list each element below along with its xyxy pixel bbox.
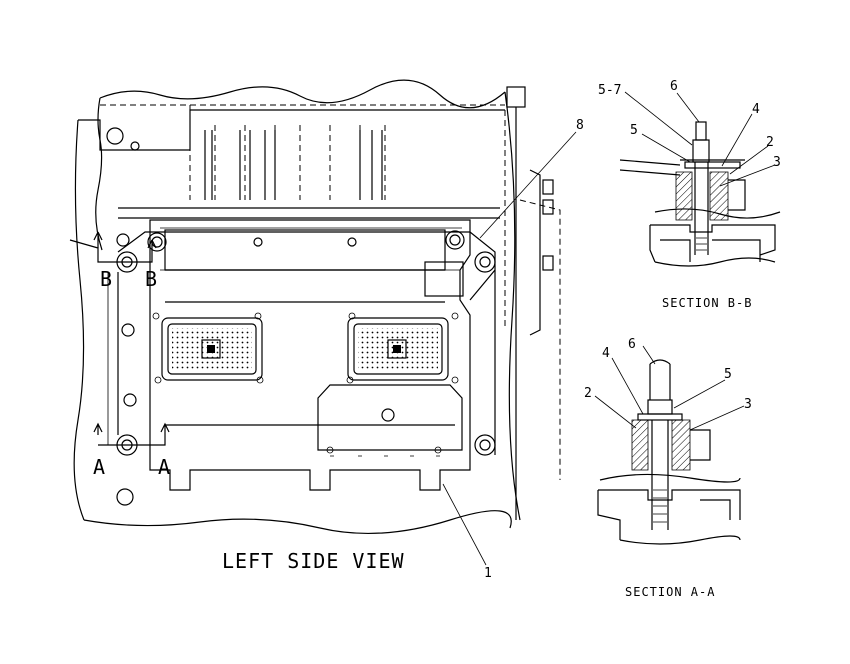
section-marker-b-right: B (145, 267, 158, 291)
section-aa-drawing (597, 359, 741, 545)
callout-aa-2: 2 (584, 386, 592, 401)
callout-bb-4: 4 (752, 102, 760, 117)
section-bb-drawing (619, 121, 781, 267)
leader-1 (442, 483, 487, 566)
side-brackets (529, 169, 554, 336)
section-aa-title: SECTION A-A (625, 585, 715, 599)
callout-bb-3: 3 (773, 155, 781, 170)
callout-aa-4: 4 (602, 346, 610, 361)
section-cut-bb (69, 231, 460, 271)
leader-8 (479, 131, 577, 239)
main-view-title: LEFT SIDE VIEW (222, 549, 405, 573)
section-bb-title: SECTION B-B (662, 296, 752, 310)
ecm-lower-module (317, 384, 463, 457)
upper-lines (118, 130, 500, 219)
callout-aa-5: 5 (724, 367, 732, 382)
section-marker-a-left: A (93, 455, 106, 479)
callout-bb-2: 2 (766, 135, 774, 150)
engine-block-outline (73, 79, 526, 535)
ecm-connector-left (161, 317, 263, 381)
section-cut-aa (93, 272, 170, 446)
callout-8: 8 (576, 118, 584, 133)
callout-bb-5-7: 5-7 (598, 83, 621, 98)
section-marker-b-left: B (100, 267, 113, 291)
callout-aa-6: 6 (628, 337, 636, 352)
callout-aa-3: 3 (744, 397, 752, 412)
hidden-lines (100, 104, 561, 480)
ecm-connector-right (347, 317, 449, 381)
callout-1: 1 (484, 566, 492, 581)
callout-bb-5: 5 (630, 123, 638, 138)
callout-bb-6: 6 (670, 79, 678, 94)
section-marker-a-right: A (158, 455, 171, 479)
